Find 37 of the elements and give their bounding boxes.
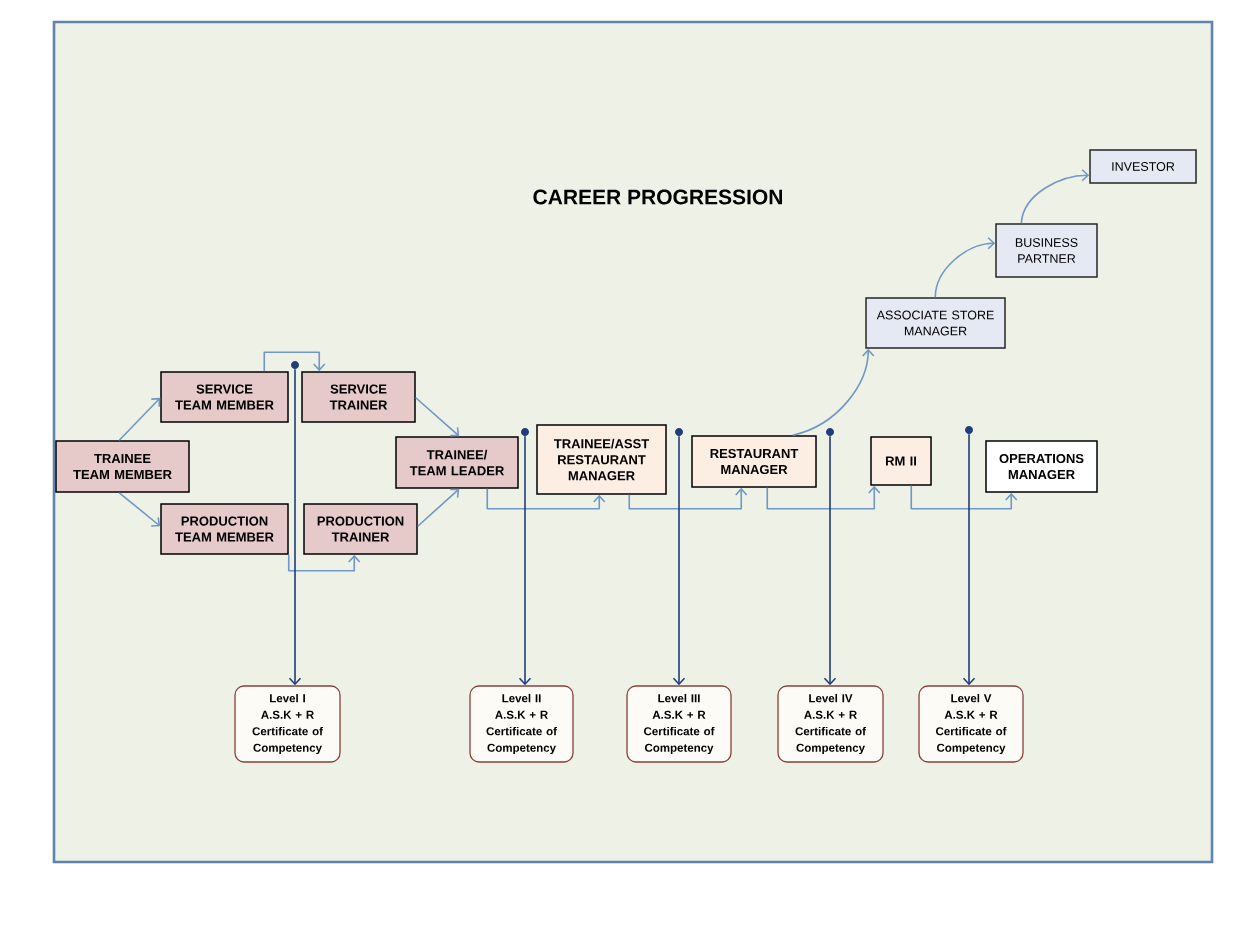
arrow <box>288 368 302 686</box>
arrow <box>118 491 161 527</box>
role-box: PRODUCTION TEAM MEMBER <box>160 503 289 555</box>
role-box: SERVICE TEAM MEMBER <box>160 371 289 423</box>
certificate-box: Level III A.S.K + R Certificate of Competency <box>626 685 732 763</box>
role-box: PRODUCTION TRAINER <box>303 503 418 555</box>
elbow-arrow <box>263 351 326 373</box>
role-box: OPERATIONS MANAGER <box>985 440 1098 493</box>
elbow-arrow <box>910 484 1018 510</box>
title: CAREER PROGRESSION <box>533 189 782 205</box>
arrow <box>672 435 686 686</box>
role-box: RESTAURANT MANAGER <box>691 435 817 488</box>
curved-arrow <box>791 348 875 437</box>
role-box: TRAINEE/ASST RESTAURANT MANAGER <box>536 424 667 495</box>
role-box: SERVICE TRAINER <box>301 371 416 423</box>
curved-arrow <box>1020 168 1090 225</box>
role-box: INVESTOR <box>1089 149 1197 184</box>
role-box: TRAINEE/ TEAM LEADER <box>395 436 519 489</box>
role-box: BUSINESS PARTNER <box>995 223 1098 278</box>
elbow-arrow <box>287 553 361 572</box>
arrow <box>416 488 460 528</box>
elbow-arrow <box>766 485 881 510</box>
certificate-box: Level IV A.S.K + R Certificate of Competency <box>777 685 884 763</box>
arrow <box>414 396 460 437</box>
elbow-arrow <box>628 487 748 510</box>
certificate-box: Level V A.S.K + R Certificate of Competency <box>918 685 1024 763</box>
arrow <box>118 397 161 442</box>
role-box: TRAINEE TEAM MEMBER <box>55 440 190 493</box>
certificate-box: Level I A.S.K + R Certificate of Competency <box>234 685 341 763</box>
arrow <box>823 435 837 686</box>
arrow <box>518 435 532 686</box>
role-box: ASSOCIATE STORE MANAGER <box>865 297 1006 349</box>
arrow <box>962 433 976 686</box>
elbow-arrow <box>486 487 606 510</box>
certificate-box: Level II A.S.K + R Certificate of Competency <box>469 685 574 763</box>
role-box: RM II <box>870 436 932 486</box>
curved-arrow <box>934 236 996 299</box>
